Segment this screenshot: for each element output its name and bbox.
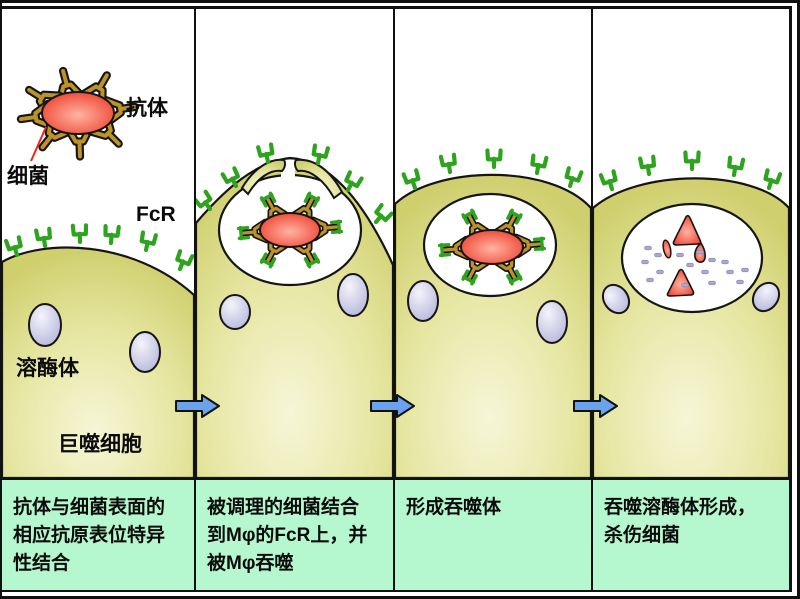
table-border-right bbox=[789, 6, 792, 591]
caption-line: 性结合 bbox=[13, 553, 71, 574]
panel-4-illustration bbox=[593, 150, 789, 478]
table-border-bottom bbox=[0, 589, 792, 592]
panel-3-illustration bbox=[395, 148, 591, 478]
caption-panel-4: 吞噬溶酶体形成， 杀伤细菌 bbox=[593, 480, 789, 590]
panel-2-illustration bbox=[196, 142, 393, 478]
step-arrow-icon bbox=[573, 394, 618, 418]
caption-line: 吞噬溶酶体形成， bbox=[604, 497, 757, 518]
caption-line: 到Mφ的FcR上，并 bbox=[207, 525, 368, 546]
caption-separator bbox=[0, 477, 791, 480]
label-bacterium: 细菌 bbox=[7, 165, 49, 188]
frame-left bbox=[0, 0, 2, 599]
panel-1-illustration bbox=[2, 66, 194, 478]
caption-line: 相应抗原表位特异 bbox=[13, 525, 166, 546]
frame-right bbox=[797, 0, 800, 599]
frame-bottom bbox=[0, 596, 800, 599]
divider-2 bbox=[392, 6, 395, 591]
frame-top bbox=[0, 0, 800, 3]
label-fcr: FcR bbox=[136, 203, 176, 226]
step-arrow-icon bbox=[175, 394, 220, 418]
divider-1 bbox=[193, 6, 196, 591]
label-macrophage: 巨噬细胞 bbox=[58, 433, 142, 456]
caption-line: 杀伤细菌 bbox=[604, 525, 681, 546]
caption-panel-1: 抗体与细菌表面的 相应抗原表位特异 性结合 bbox=[2, 480, 194, 590]
label-lysosome: 溶酶体 bbox=[16, 357, 79, 380]
caption-line: 被调理的细菌结合 bbox=[207, 497, 360, 518]
caption-panel-3: 形成吞噬体 bbox=[395, 480, 591, 590]
caption-panel-2: 被调理的细菌结合 到Mφ的FcR上，并 被Mφ吞噬 bbox=[196, 480, 393, 590]
caption-line: 抗体与细菌表面的 bbox=[13, 497, 166, 518]
caption-line: 被Mφ吞噬 bbox=[207, 553, 294, 574]
divider-3 bbox=[590, 6, 593, 591]
caption-line: 形成吞噬体 bbox=[406, 497, 502, 518]
label-antibody: 抗体 bbox=[126, 97, 168, 120]
step-arrow-icon bbox=[370, 394, 415, 418]
table-border-top bbox=[0, 6, 792, 9]
